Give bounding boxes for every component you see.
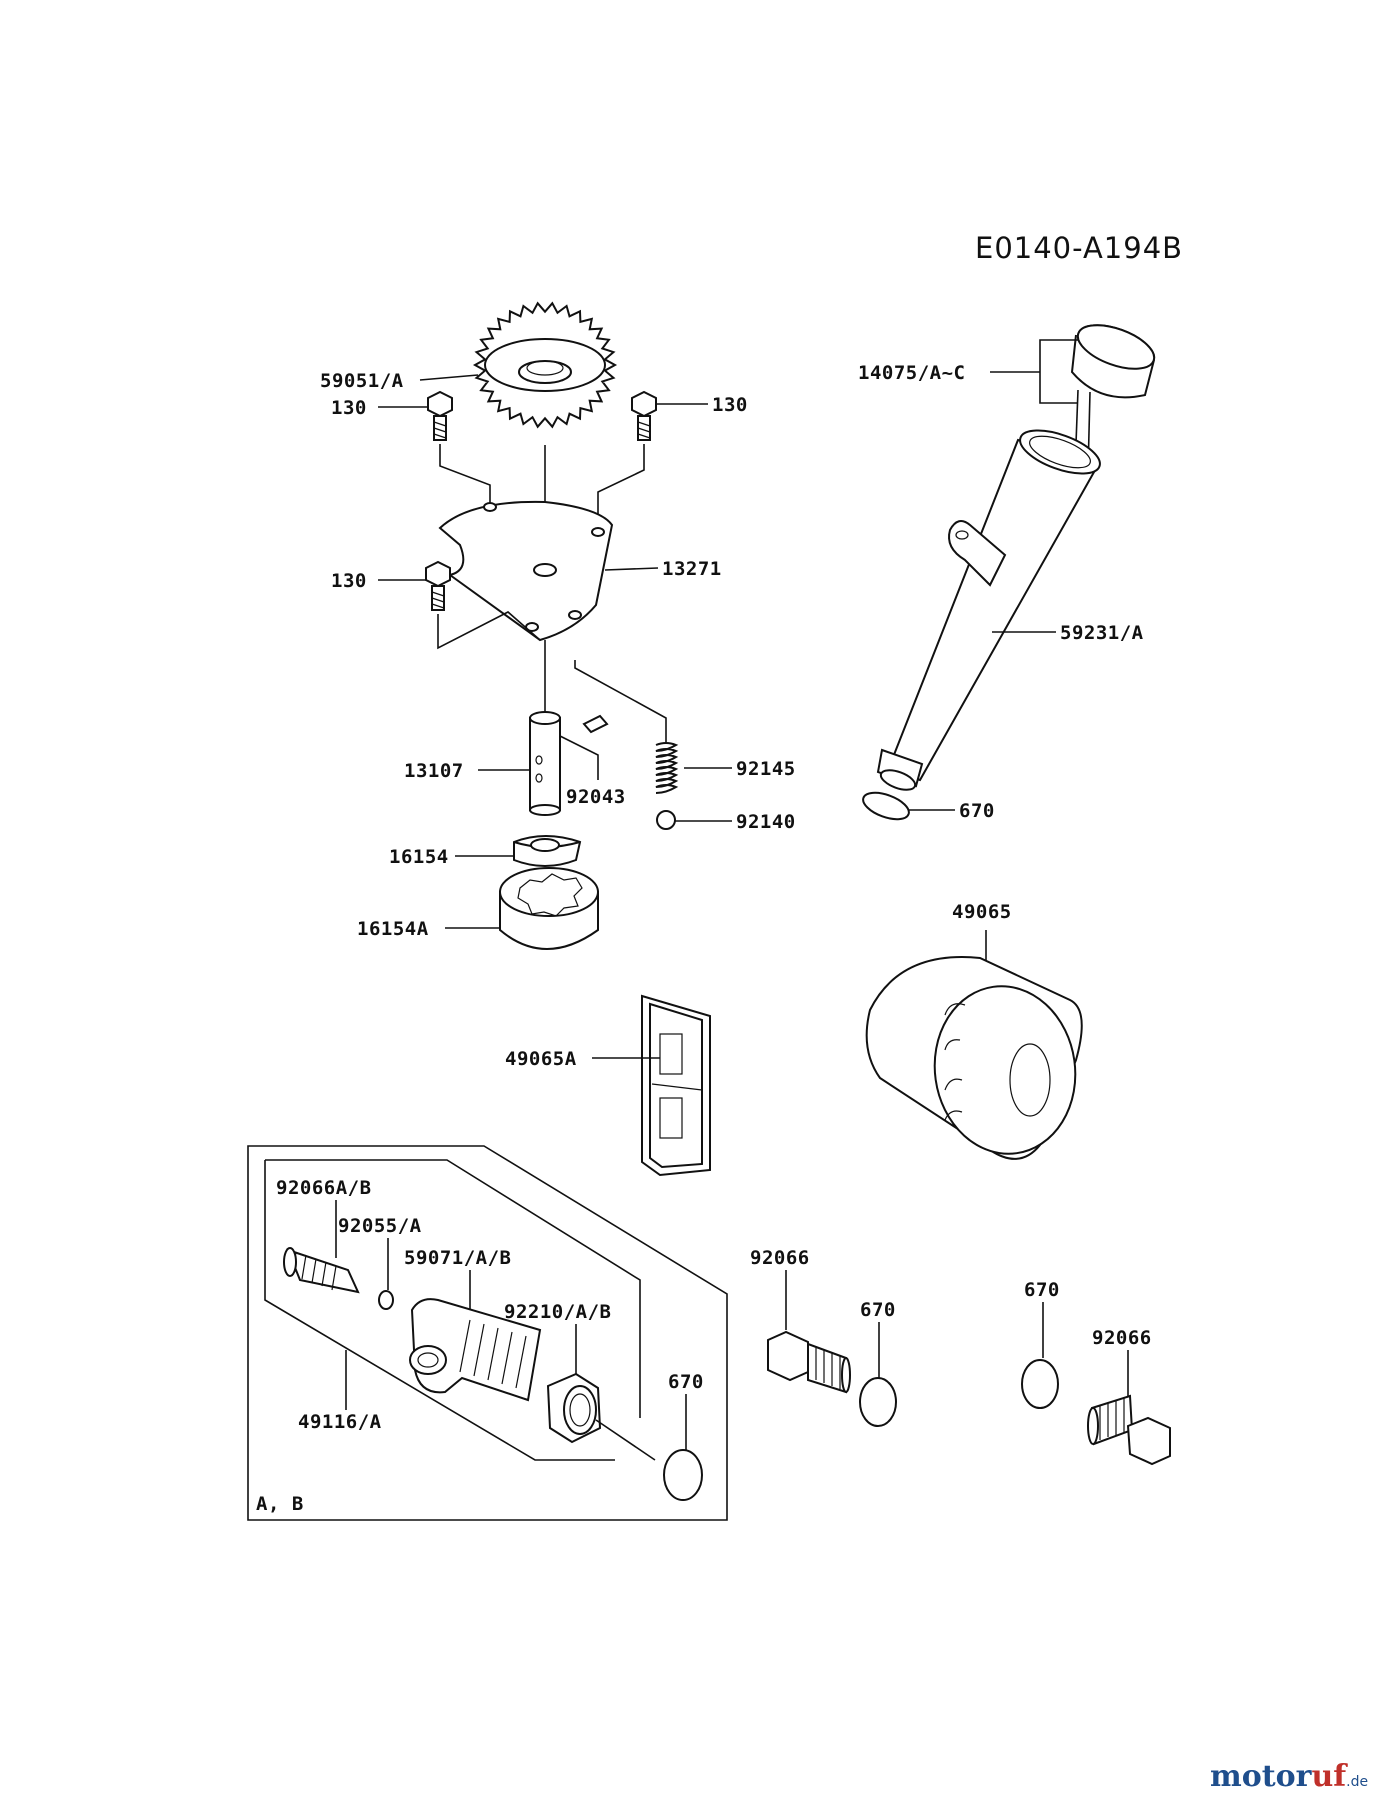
guide-nut-oring [595, 1419, 656, 1461]
oil-pump-gear [472, 301, 618, 429]
label-49065: 49065 [952, 901, 1012, 923]
label-49116a: 49116/A [298, 1411, 382, 1433]
spring-92145 [655, 742, 679, 794]
box-guide-lower [264, 1160, 615, 1461]
label-92210ab: 92210/A/B [504, 1301, 611, 1323]
label-130-right: 130 [712, 394, 748, 416]
drain-plug-92066-mid [767, 1330, 851, 1394]
oring-670-box [663, 1449, 703, 1501]
label-59231: 59231/A [1060, 622, 1144, 644]
relief-plug-92066ab [283, 1247, 360, 1294]
label-92055a: 92055/A [338, 1215, 422, 1237]
outer-rotor-16154a [499, 867, 599, 950]
label-670-right: 670 [1024, 1279, 1060, 1301]
pin-92043 [582, 714, 609, 734]
label-92066-mid: 92066 [750, 1247, 810, 1269]
bolt-130-mid [425, 560, 451, 611]
box-guide-upper [265, 1159, 641, 1418]
svg-text:motoruf.de: motoruf.de [1210, 1759, 1368, 1794]
variant-box [247, 1145, 728, 1521]
label-92140: 92140 [736, 811, 796, 833]
bolt-130-right [631, 390, 657, 441]
label-box-variant: A, B [256, 1493, 304, 1515]
label-49065a: 49065A [505, 1048, 577, 1070]
oil-dipstick-cap [1070, 324, 1156, 473]
oil-screen-49065a [641, 994, 711, 1177]
label-92066-right: 92066 [1092, 1327, 1152, 1349]
pump-cover-plate [438, 500, 614, 642]
guide-bolt-right [597, 444, 645, 530]
label-670-mid: 670 [860, 1299, 896, 1321]
bolt-130-left [427, 390, 453, 441]
oring-670-right [1021, 1359, 1059, 1409]
label-92145: 92145 [736, 758, 796, 780]
label-130-mid: 130 [331, 570, 367, 592]
oring-670-mid [859, 1377, 897, 1427]
label-670-top: 670 [959, 800, 995, 822]
label-59071ab: 59071/A/B [404, 1247, 511, 1269]
leader-13271 [604, 567, 659, 571]
guide-spring [574, 660, 667, 742]
label-59051-a: 59051/A [320, 370, 404, 392]
oil-filter-49065 [865, 956, 1083, 1160]
label-13271: 13271 [662, 558, 722, 580]
label-16154: 16154 [389, 846, 449, 868]
label-130-left: 130 [331, 397, 367, 419]
label-92066ab: 92066A/B [276, 1177, 372, 1199]
guide-bolt-left [439, 444, 491, 505]
guide-bolt-mid [437, 611, 541, 650]
oring-92055a [378, 1290, 394, 1310]
label-14075: 14075/A~C [858, 362, 965, 384]
watermark-logo: motoruf.de [1210, 1759, 1368, 1794]
oil-fill-tube [876, 429, 1101, 791]
oil-cooler-fitting-59071ab [409, 1298, 542, 1402]
leader-92043 [559, 735, 599, 780]
leader-59051 [419, 374, 479, 381]
label-670-box: 670 [668, 1371, 704, 1393]
diagram-code: E0140-A194B [975, 231, 1183, 265]
ball-92140 [656, 810, 676, 830]
pump-shaft [529, 711, 561, 816]
oring-670-top [862, 791, 910, 821]
nut-92210ab [546, 1372, 602, 1444]
label-13107: 13107 [404, 760, 464, 782]
inner-rotor-16154 [513, 835, 582, 867]
drain-plug-92066-right [1087, 1394, 1171, 1466]
label-16154a: 16154A [357, 918, 429, 940]
label-92043: 92043 [566, 786, 626, 808]
